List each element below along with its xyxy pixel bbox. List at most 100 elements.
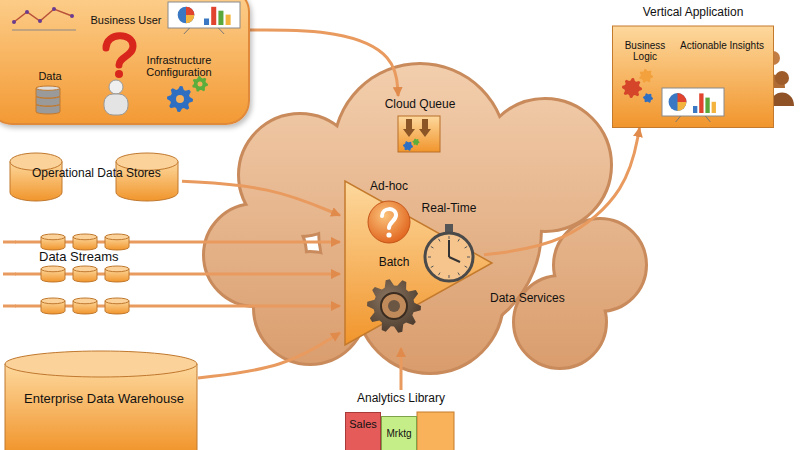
trend-dot xyxy=(52,7,56,11)
flow-connector xyxy=(250,30,398,96)
library-block: Analytics LibrarySalesMrktg xyxy=(345,390,457,450)
node-caption: Infrastructure Configuration xyxy=(136,54,222,79)
trend-line xyxy=(14,9,72,22)
watch-tick xyxy=(465,266,468,268)
red-gear xyxy=(622,78,642,98)
watch-hand xyxy=(449,257,460,262)
watch-tick xyxy=(431,247,434,249)
bar xyxy=(226,15,231,25)
watch-tick xyxy=(439,273,441,276)
node-label: Business User xyxy=(86,14,166,26)
queue-arrow xyxy=(403,119,415,137)
node-label: Data Streams xyxy=(39,250,133,265)
node-label: Analytics Library xyxy=(345,392,457,405)
node-caption: Data xyxy=(30,70,70,82)
trend-dot xyxy=(12,20,16,24)
cloud-shape xyxy=(205,65,645,372)
trend-dot xyxy=(70,14,74,18)
node-label: Enterprise Data Warehouse xyxy=(24,392,196,407)
watch-tick xyxy=(428,257,431,258)
adhoc-icon: Ad-hoc xyxy=(360,180,418,244)
flow-connector xyxy=(484,128,640,255)
data-stream: Data Streams xyxy=(15,232,133,316)
node-caption: Actionable Insights xyxy=(680,40,764,51)
stream-cylinder-top xyxy=(105,266,129,272)
data-stream-art xyxy=(15,232,133,316)
pie-chart xyxy=(178,7,195,24)
watch-tick xyxy=(439,239,441,242)
user-panel: Business UserData Infrastructure Configur… xyxy=(0,0,250,125)
stream-cylinder-top xyxy=(105,234,129,240)
chart-board xyxy=(168,2,240,28)
watch-tick xyxy=(465,247,468,249)
flow-connector xyxy=(198,333,340,378)
bar xyxy=(712,102,716,113)
queue-icon: Cloud Queue xyxy=(378,96,462,156)
gear-ring xyxy=(381,293,407,319)
user-body xyxy=(104,94,128,115)
watch-hand xyxy=(448,240,450,257)
queue-arrow xyxy=(419,119,431,137)
board-leg xyxy=(676,116,681,122)
bar xyxy=(699,93,703,113)
data-store: Operational Data Stores xyxy=(8,150,182,204)
flow-connector xyxy=(133,273,340,276)
gear-icon-art xyxy=(362,256,426,348)
orange-gear xyxy=(639,69,653,83)
blue-gear xyxy=(403,141,413,151)
watch-tick xyxy=(467,257,470,258)
green-gear xyxy=(192,76,208,92)
application-frame xyxy=(613,26,774,128)
stopwatch-icon-art xyxy=(414,202,484,290)
services-funnel: Data ServicesAd-hocReal-TimeBatch xyxy=(340,178,572,348)
library-tile xyxy=(417,412,454,450)
board-leg xyxy=(705,116,710,122)
node-label: Mrktg xyxy=(381,428,417,439)
stopwatch-icon: Real-Time xyxy=(414,202,484,290)
stream-cylinder-top xyxy=(73,298,97,304)
node-label: Ad-hoc xyxy=(360,180,418,193)
queue-box xyxy=(398,116,440,152)
warehouse-top xyxy=(5,351,197,377)
node-caption: Business Logic xyxy=(616,40,674,62)
watch-tick xyxy=(458,273,460,276)
library-tile-art xyxy=(345,412,381,450)
node-label: Operational Data Stores xyxy=(32,167,182,180)
node-label: Batch xyxy=(362,256,426,269)
bar xyxy=(204,19,209,26)
gear-hub xyxy=(388,300,400,312)
flow-connector xyxy=(133,240,340,243)
bar xyxy=(218,11,223,25)
library-tile: Sales xyxy=(345,412,381,450)
stream-lead-line xyxy=(3,242,16,306)
bar xyxy=(693,106,697,113)
pie-chart xyxy=(669,93,687,111)
watch-knob xyxy=(445,224,453,232)
stream-cylinder-top xyxy=(105,298,129,304)
watch-tick xyxy=(449,236,450,239)
node-label: Sales xyxy=(345,418,381,430)
flow-connector xyxy=(133,305,340,308)
node-label: Cloud Queue xyxy=(378,98,462,111)
bar xyxy=(211,7,216,25)
stream-cylinder-top xyxy=(41,266,65,272)
blue-gear xyxy=(167,86,193,112)
watch-tick xyxy=(458,239,460,242)
trend-dot xyxy=(38,19,42,23)
flow-connector xyxy=(182,181,340,215)
chart-axis xyxy=(12,30,76,31)
node-label: Vertical Application xyxy=(612,6,774,19)
gear-hub xyxy=(176,95,184,103)
gear-icon: Batch xyxy=(362,256,426,348)
gear-hub xyxy=(198,82,203,87)
library-tile: Mrktg xyxy=(381,416,417,450)
question-mark xyxy=(106,36,133,65)
watch-tick xyxy=(431,266,434,268)
stream-cylinder-top xyxy=(41,234,65,240)
pie-slice xyxy=(186,15,194,23)
board-leg xyxy=(184,28,190,34)
watch-tick xyxy=(449,275,450,278)
green-gear xyxy=(413,139,420,146)
pie-slice xyxy=(678,93,687,102)
database-disk-top xyxy=(36,86,60,90)
